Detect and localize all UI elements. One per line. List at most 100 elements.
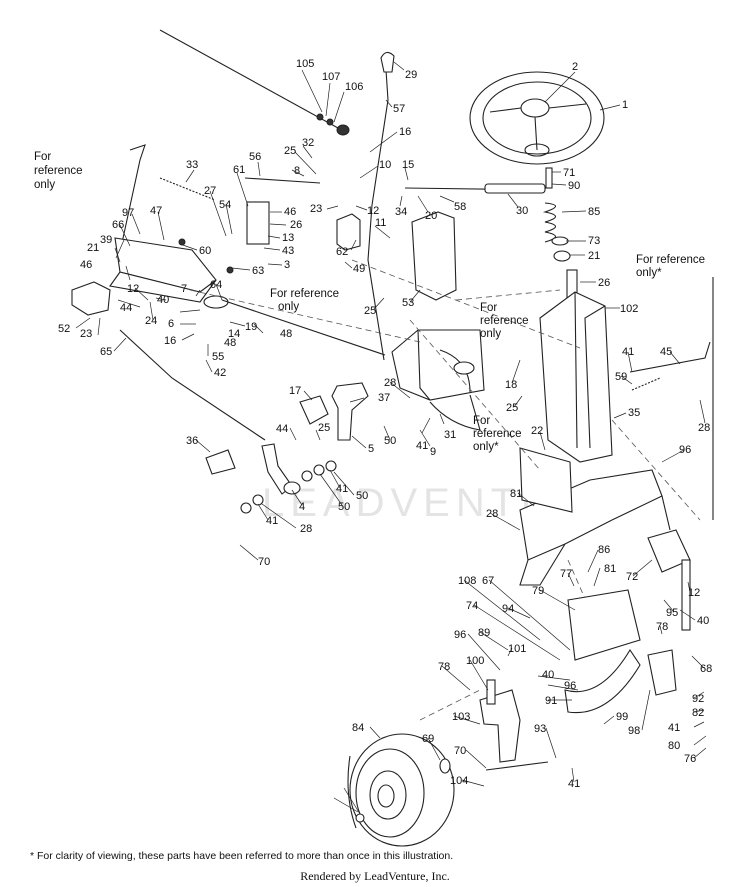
callout-label: 96 [679,444,691,456]
callout-label: 34 [395,206,407,218]
callout-label: 41 [622,346,634,358]
callout-label: 49 [353,263,365,275]
callout-label: 53 [402,297,414,309]
reference-note: For reference only* [636,254,708,279]
callout-label: 27 [204,185,216,197]
callout-label: 43 [282,245,294,257]
callout-label: 15 [402,159,414,171]
callout-label: 47 [150,205,162,217]
callout-label: 30 [516,205,528,217]
callout-label: 21 [87,242,99,254]
callout-label: 40 [697,615,709,627]
callout-label: 3 [284,259,290,271]
callout-label: 81 [510,488,522,500]
callout-label: 25 [318,422,330,434]
callout-label: 86 [598,544,610,556]
callout-label: 101 [508,643,526,655]
callout-label: 18 [505,379,517,391]
callout-label: 36 [186,435,198,447]
callout-label: 61 [233,164,245,176]
callout-label: 23 [310,203,322,215]
callout-label: 58 [454,201,466,213]
callout-label: 28 [486,508,498,520]
callout-label: 99 [616,711,628,723]
callout-label: 29 [405,69,417,81]
callout-label: 33 [186,159,198,171]
reference-note: For reference only [270,288,342,313]
callout-label: 98 [628,725,640,737]
callout-label: 62 [336,246,348,258]
callout-label: 96 [564,680,576,692]
callout-label: 80 [668,740,680,752]
callout-label: 90 [568,180,580,192]
callout-label: 102 [620,303,638,315]
callout-label: 31 [444,429,456,441]
callout-label: 28 [300,523,312,535]
callout-label: 60 [199,245,211,257]
callout-label: 4 [299,501,305,513]
callout-label: 74 [466,600,478,612]
callout-label: 9 [430,446,436,458]
reference-note: For reference only* [473,415,525,453]
reference-note: For reference only [480,302,532,340]
callout-label: 104 [450,775,468,787]
callout-label: 12 [367,205,379,217]
callout-label: 37 [378,392,390,404]
callout-label: 94 [502,603,514,615]
callout-label: 91 [545,695,557,707]
leader-lines [75,61,707,815]
callout-label: 20 [425,210,437,222]
callout-label: 70 [454,745,466,757]
callout-label: 46 [80,259,92,271]
callout-label: 32 [302,137,314,149]
callout-label: 78 [656,621,668,633]
callout-label: 66 [112,219,124,231]
part-drawings [71,29,714,847]
callout-label: 72 [626,571,638,583]
callout-label: 2 [572,61,578,73]
callout-label: 82 [692,707,704,719]
callout-label: 69 [422,733,434,745]
callout-label: 46 [284,206,296,218]
callout-label: 1 [622,99,628,111]
callout-labels: 105 107 106 29 2 1 57 16 32 25 10 15 71 … [58,58,712,790]
callout-label: 19 [245,321,257,333]
callout-label: 67 [482,575,494,587]
callout-label: 12 [688,587,700,599]
callout-label: 25 [506,402,518,414]
callout-label: 71 [563,167,575,179]
callout-label: 50 [338,501,350,513]
footnote: * For clarity of viewing, these parts ha… [30,850,454,862]
callout-label: 39 [100,234,112,246]
callout-label: 84 [352,722,364,734]
callout-label: 12 [127,283,139,295]
callout-label: 42 [214,367,226,379]
callout-label: 77 [560,568,572,580]
callout-label: 48 [280,328,292,340]
callout-label: 106 [345,81,363,93]
callout-label: 41 [336,483,348,495]
callout-label: 79 [532,585,544,597]
callout-label: 89 [478,627,490,639]
callout-label: 23 [80,328,92,340]
callout-label: 35 [628,407,640,419]
callout-label: 44 [120,302,132,314]
callout-label: 95 [666,607,678,619]
callout-label: 14 [228,328,240,340]
callout-label: 13 [282,232,294,244]
callout-label: 10 [379,159,391,171]
callout-label: 97 [122,207,134,219]
callout-label: 26 [598,277,610,289]
callout-label: 41 [416,440,428,452]
callout-label: 64 [210,279,222,291]
callout-label: 70 [258,556,270,568]
callout-label: 54 [219,199,231,211]
callout-label: 52 [58,323,70,335]
callout-label: 17 [289,385,301,397]
callout-label: 25 [284,145,296,157]
callout-label: 68 [700,663,712,675]
reference-note: For reference only [34,151,86,191]
callout-label: 41 [568,778,580,790]
callout-label: 25 [364,305,376,317]
callout-label: 55 [212,351,224,363]
